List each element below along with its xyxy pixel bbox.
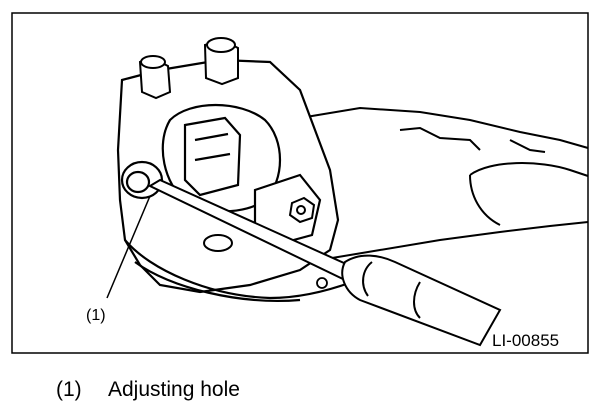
screwdriver [147,178,502,347]
bracket-bolt [288,196,316,224]
callout-label: (1) [86,307,106,324]
legend-number: (1) [56,378,82,401]
lower-hole [203,234,233,252]
legend-caption: (1) Adjusting hole [56,378,240,402]
mounting-studs [138,37,239,100]
callout-leader [106,195,151,299]
legend-text: Adjusting hole [108,378,240,401]
body-panel [299,106,589,261]
figure-frame [11,12,589,354]
small-screw [316,277,328,289]
figure-id: LI-00855 [492,331,559,350]
adjusting-hole [120,160,164,200]
headlight-housing [116,58,353,302]
